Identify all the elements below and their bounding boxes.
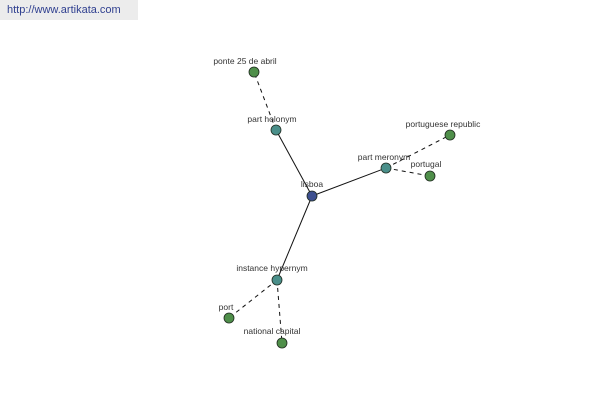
edge-part-meronym-portugal [385, 167, 431, 177]
node-instance-hypernym[interactable] [271, 274, 283, 286]
node-portuguese-republic[interactable] [444, 129, 456, 141]
site-link[interactable]: http://www.artikata.com [0, 0, 138, 20]
edge-part-holonym-ponte [253, 71, 277, 131]
node-ponte-25-de-abril[interactable] [248, 66, 260, 78]
label-part-holonym: part holonym [247, 114, 296, 124]
label-part-meronym: part meronym [358, 152, 410, 162]
label-instance-hypernym: instance hypernym [236, 263, 307, 273]
node-national-capital[interactable] [276, 337, 288, 349]
label-portuguese-republic: portuguese republic [406, 119, 481, 129]
label-national-capital: national capital [244, 326, 301, 336]
edge-lisboa-part-holonym [275, 129, 313, 197]
label-portugal: portugal [411, 159, 442, 169]
node-port[interactable] [223, 312, 235, 324]
edge-lisboa-instance-hypernym [276, 195, 313, 281]
label-ponte-25-de-abril: ponte 25 de abril [213, 56, 276, 66]
label-port: port [219, 302, 234, 312]
edge-instance-hypernym-port [228, 279, 278, 319]
node-portugal[interactable] [424, 170, 436, 182]
node-lisboa[interactable] [306, 190, 318, 202]
node-part-meronym[interactable] [380, 162, 392, 174]
label-lisboa: lisboa [301, 179, 323, 189]
node-part-holonym[interactable] [270, 124, 282, 136]
edge-lisboa-part-meronym [311, 167, 387, 197]
edge-instance-hypernym-national-capital [276, 279, 283, 344]
